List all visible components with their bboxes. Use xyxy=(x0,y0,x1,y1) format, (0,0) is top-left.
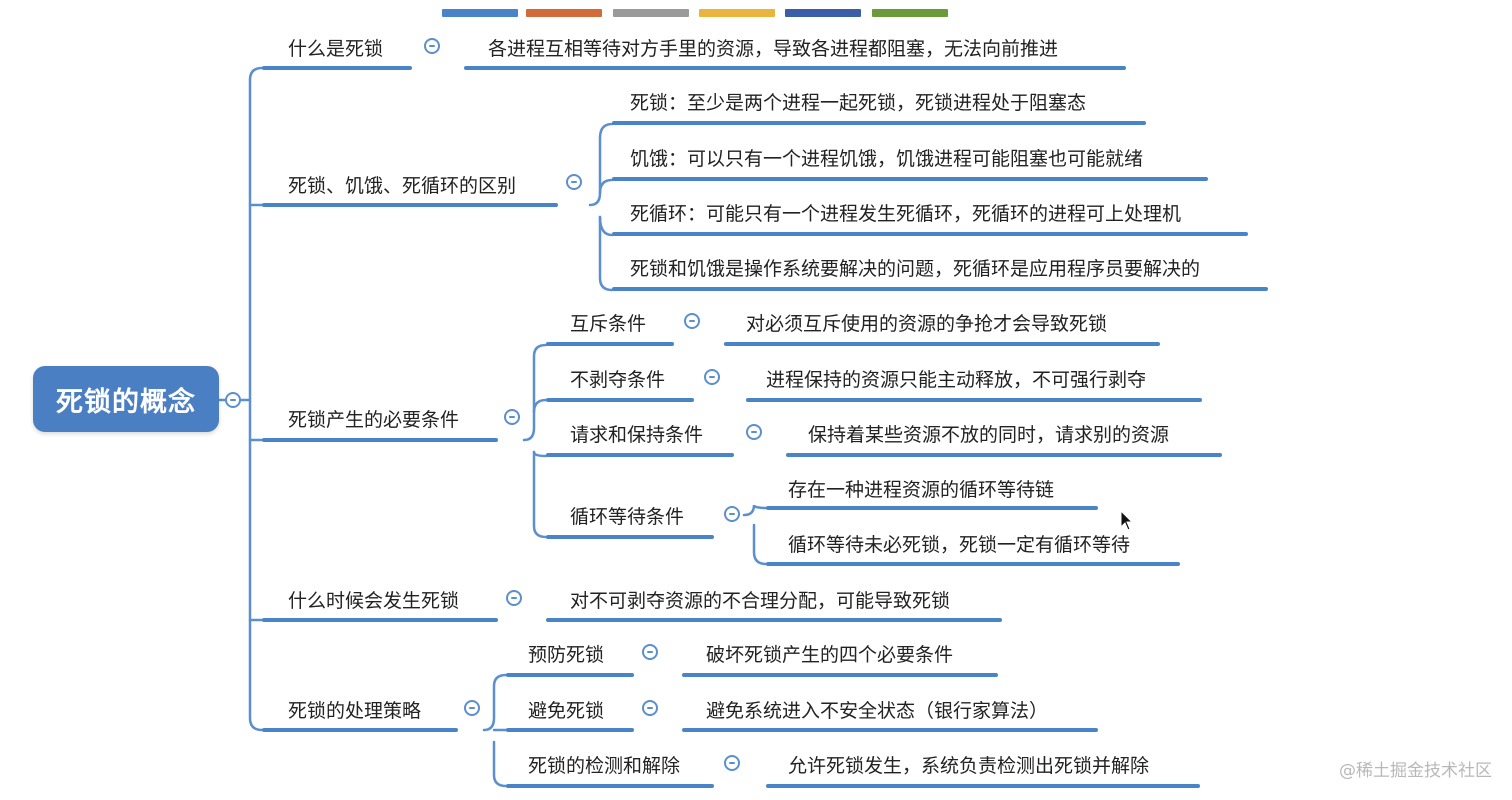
condition-3-detail[interactable]: 保持着某些资源不放的同时，请求别的资源 xyxy=(808,424,1170,446)
definition-detail[interactable]: 各进程互相等待对方手里的资源，导致各进程都阻塞，无法向前推进 xyxy=(488,38,1059,60)
swatch-4[interactable] xyxy=(699,9,775,17)
difference-item-1-underline xyxy=(612,121,1146,125)
branch-when-underline xyxy=(262,618,498,622)
when-detail[interactable]: 对不可剥夺资源的不合理分配，可能导致死锁 xyxy=(570,590,951,612)
branch-strategies-underline xyxy=(262,728,458,732)
difference-item-1[interactable]: 死锁：至少是两个进程一起死锁，死锁进程处于阻塞态 xyxy=(630,92,1087,114)
strategy-3-label[interactable]: 死锁的检测和解除 xyxy=(528,755,681,777)
strategy-2-detail[interactable]: 避免系统进入不安全状态（银行家算法） xyxy=(706,700,1049,722)
condition-2-detail[interactable]: 进程保持的资源只能主动释放，不可强行剥夺 xyxy=(766,369,1147,391)
branch-conditions-underline xyxy=(262,438,498,442)
strategy-2-collapse-icon[interactable] xyxy=(642,700,658,716)
swatch-6[interactable] xyxy=(872,9,948,17)
difference-item-3-underline xyxy=(612,232,1248,236)
condition-4-detail-2[interactable]: 循环等待未必死锁，死锁一定有循环等待 xyxy=(788,534,1131,556)
strategy-1-detail-underline xyxy=(682,673,998,677)
condition-1-detail[interactable]: 对必须互斥使用的资源的争抢才会导致死锁 xyxy=(746,313,1108,335)
condition-4-collapse-icon[interactable] xyxy=(724,506,740,522)
branch-difference-underline xyxy=(262,203,558,207)
condition-2-collapse-icon[interactable] xyxy=(704,369,720,385)
swatch-3[interactable] xyxy=(613,9,689,17)
difference-item-4[interactable]: 死锁和饥饿是操作系统要解决的问题，死循环是应用程序员要解决的 xyxy=(630,258,1201,280)
condition-2-label[interactable]: 不剥夺条件 xyxy=(570,369,666,391)
branch-definition[interactable]: 什么是死锁 xyxy=(288,38,384,60)
cropped-red-text xyxy=(1140,788,1500,800)
condition-1-detail-underline xyxy=(724,342,1160,346)
condition-4-label[interactable]: 循环等待条件 xyxy=(570,506,685,528)
condition-1-underline xyxy=(546,342,674,346)
difference-item-4-underline xyxy=(612,287,1268,291)
swatch-5[interactable] xyxy=(785,9,861,17)
condition-2-detail-underline xyxy=(746,398,1202,402)
condition-3-detail-underline xyxy=(786,453,1222,457)
strategy-3-underline xyxy=(506,784,714,788)
when-collapse-icon[interactable] xyxy=(506,590,522,606)
difference-item-2-underline xyxy=(612,177,1208,181)
condition-4-detail-2-underline xyxy=(766,562,1180,566)
root-collapse-icon[interactable] xyxy=(225,392,241,408)
condition-2-underline xyxy=(546,398,694,402)
watermark: @稀土掘金技术社区 xyxy=(1339,761,1492,781)
strategies-collapse-icon[interactable] xyxy=(464,700,480,716)
strategy-1-detail[interactable]: 破坏死锁产生的四个必要条件 xyxy=(706,644,954,666)
conditions-collapse-icon[interactable] xyxy=(504,409,520,425)
strategy-2-detail-underline xyxy=(682,728,1098,732)
difference-collapse-icon[interactable] xyxy=(566,174,582,190)
mouse-cursor-icon xyxy=(1120,510,1134,531)
definition-detail-underline xyxy=(464,66,1126,70)
swatch-1[interactable] xyxy=(442,9,518,17)
condition-4-detail-1-underline xyxy=(766,506,1098,510)
definition-collapse-icon[interactable] xyxy=(424,38,440,54)
root-label: 死锁的概念 xyxy=(56,386,196,418)
condition-1-collapse-icon[interactable] xyxy=(684,313,700,329)
branch-definition-underline xyxy=(262,66,412,70)
root-node[interactable]: 死锁的概念 xyxy=(33,366,219,432)
strategy-1-underline xyxy=(506,673,634,677)
difference-item-2[interactable]: 饥饿：可以只有一个进程饥饿，饥饿进程可能阻塞也可能就绪 xyxy=(630,148,1144,170)
branch-when[interactable]: 什么时候会发生死锁 xyxy=(288,590,460,612)
condition-3-underline xyxy=(546,453,734,457)
strategy-3-detail[interactable]: 允许死锁发生，系统负责检测出死锁并解除 xyxy=(788,755,1150,777)
condition-1-label[interactable]: 互斥条件 xyxy=(570,313,647,335)
branch-strategies[interactable]: 死锁的处理策略 xyxy=(288,700,422,722)
strategy-3-detail-underline xyxy=(766,784,1200,788)
condition-4-detail-1[interactable]: 存在一种进程资源的循环等待链 xyxy=(788,479,1055,501)
branch-difference[interactable]: 死锁、饥饿、死循环的区别 xyxy=(288,175,517,197)
strategy-2-label[interactable]: 避免死锁 xyxy=(528,700,605,722)
strategy-1-label[interactable]: 预防死锁 xyxy=(528,644,605,666)
strategy-3-collapse-icon[interactable] xyxy=(724,755,740,771)
condition-3-collapse-icon[interactable] xyxy=(746,424,762,440)
strategy-1-collapse-icon[interactable] xyxy=(642,644,658,660)
strategy-2-underline xyxy=(506,728,634,732)
condition-4-underline xyxy=(546,535,714,539)
when-detail-underline xyxy=(546,618,1002,622)
condition-3-label[interactable]: 请求和保持条件 xyxy=(570,424,704,446)
swatch-2[interactable] xyxy=(526,9,602,17)
difference-item-3[interactable]: 死循环：可能只有一个进程发生死循环，死循环的进程可上处理机 xyxy=(630,203,1182,225)
branch-conditions[interactable]: 死锁产生的必要条件 xyxy=(288,409,460,431)
